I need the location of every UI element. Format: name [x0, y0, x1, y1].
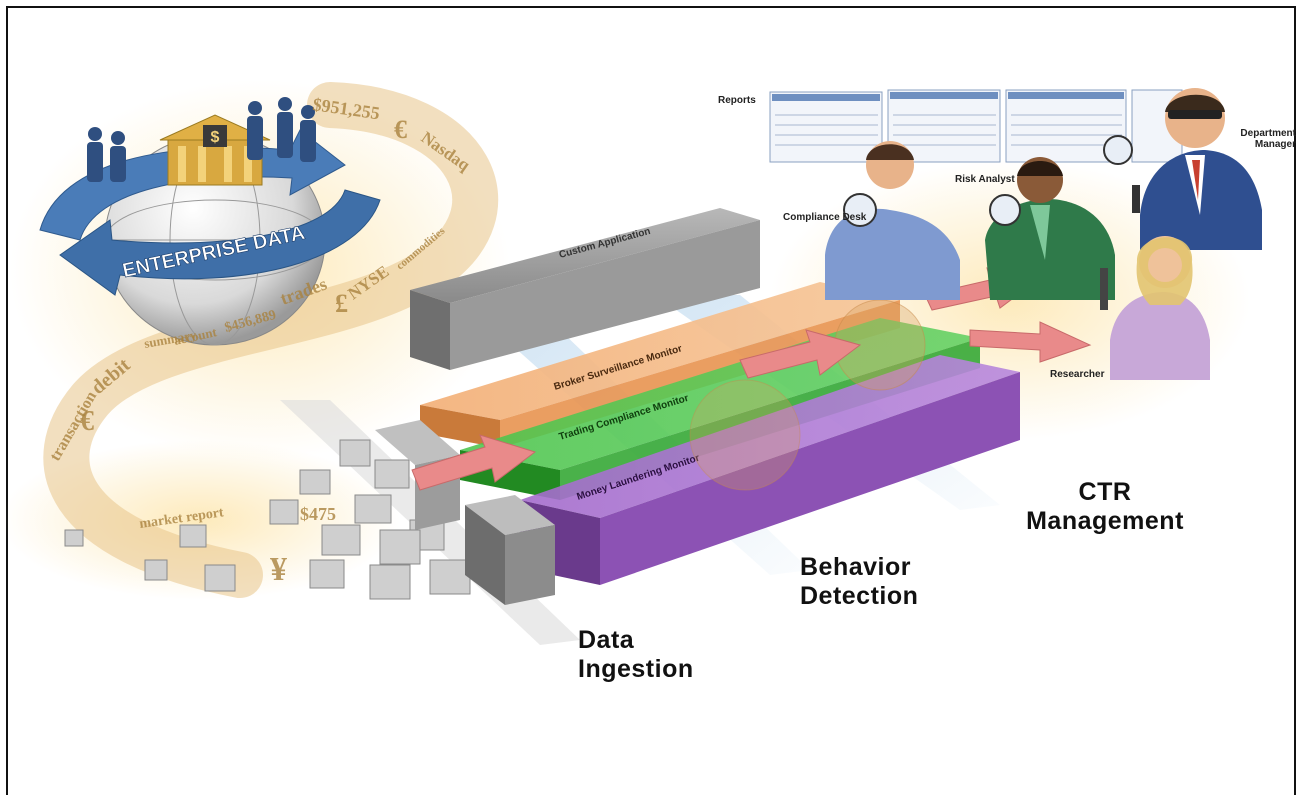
stream-word: $475	[300, 504, 336, 524]
researcher-person	[1100, 236, 1210, 380]
ctr-management-label: CTR Management	[1010, 478, 1200, 536]
data-ingestion-line2: Ingestion	[578, 655, 694, 683]
stream-word: £	[335, 289, 348, 318]
compliance-desk-label: Compliance Desk	[783, 212, 867, 223]
department-manager-label: Department Manager	[1238, 128, 1296, 150]
businesspeople-icon	[87, 97, 316, 182]
department-manager-line2: Manager	[1254, 139, 1296, 150]
report-screens	[769, 89, 1183, 163]
bank-icon: $	[159, 114, 271, 186]
stream-word: €	[394, 115, 407, 144]
department-manager-person	[1103, 88, 1262, 250]
svg-text:$: $	[211, 129, 220, 146]
data-ingestion-line1: Data	[578, 626, 635, 654]
risk-analyst-label: Risk Analyst	[955, 174, 1015, 185]
page-frame	[6, 6, 1296, 795]
data-ingestion-label: Data Ingestion	[578, 626, 694, 684]
stream-word: ¥	[270, 551, 287, 588]
ctr-management-line2: Management	[1026, 507, 1184, 535]
ctr-management-line1: CTR	[1078, 478, 1132, 506]
reports-label: Reports	[718, 95, 756, 106]
department-manager-line1: Department	[1240, 128, 1296, 139]
detection-sphere-lower	[689, 379, 801, 491]
behavior-detection-label: Behavior Detection	[800, 553, 918, 611]
risk-analyst-person	[985, 157, 1115, 300]
stream-word: €	[80, 406, 94, 437]
behavior-detection-line2: Detection	[800, 582, 919, 610]
researcher-label: Researcher	[1050, 369, 1105, 380]
behavior-detection-line1: Behavior	[800, 553, 911, 581]
compliance-desk-person	[825, 141, 960, 300]
